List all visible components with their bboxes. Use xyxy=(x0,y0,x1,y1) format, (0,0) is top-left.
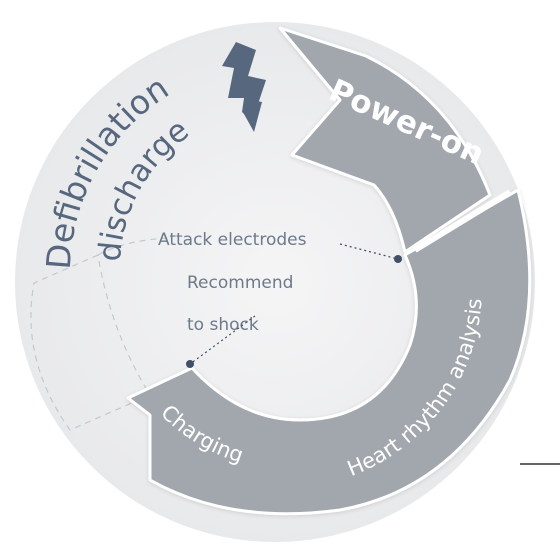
heart-rhythm-segment[interactable] xyxy=(126,188,532,516)
lightning-bolt-icon xyxy=(222,42,266,132)
inactive-segment-outline xyxy=(30,254,151,431)
recommend-callout-line2: to shock xyxy=(187,315,259,335)
recommend-marker xyxy=(186,360,194,368)
recommend-callout-line1: Recommend xyxy=(187,273,293,293)
attach-marker xyxy=(394,255,402,263)
recommend-leader-line xyxy=(189,315,256,365)
segment-divider xyxy=(413,189,512,253)
inactive-segment-outline-2 xyxy=(97,237,171,256)
power-on-segment[interactable] xyxy=(278,26,492,254)
attach-electrodes-callout: Attack electrodes xyxy=(158,230,307,250)
